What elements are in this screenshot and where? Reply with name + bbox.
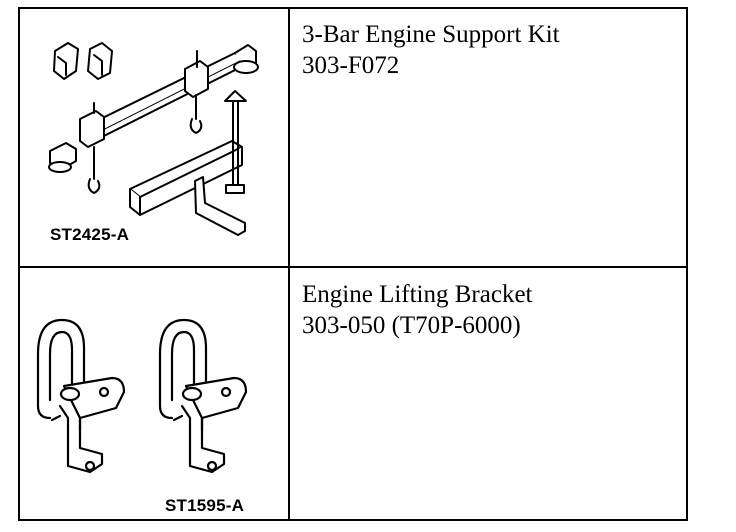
tool-description-2: Engine Lifting Bracket 303-050 (T70P-600… <box>302 279 532 341</box>
image-caption-2: ST1595-A <box>165 496 245 515</box>
tool-image-cell-1: ST2425-A <box>20 9 288 264</box>
tool-part-number-1: 303-F072 <box>302 52 400 79</box>
tool-title-2: Engine Lifting Bracket <box>302 281 533 308</box>
tool-image-cell-2: ST1595-A <box>20 268 288 523</box>
lifting-bracket-icon <box>36 318 248 474</box>
tool-description-1: 3-Bar Engine Support Kit 303-F072 <box>302 19 560 81</box>
column-divider <box>288 9 290 519</box>
tool-part-number-2: 303-050 (T70P-6000) <box>302 312 521 339</box>
engine-support-kit-icon <box>48 42 259 236</box>
tool-title-1: 3-Bar Engine Support Kit <box>302 21 560 48</box>
image-caption-1: ST2425-A <box>50 225 130 244</box>
tools-table: ST2425-A 3-Bar Engine Support Kit 303-F0… <box>18 7 688 521</box>
row-divider <box>20 266 686 268</box>
